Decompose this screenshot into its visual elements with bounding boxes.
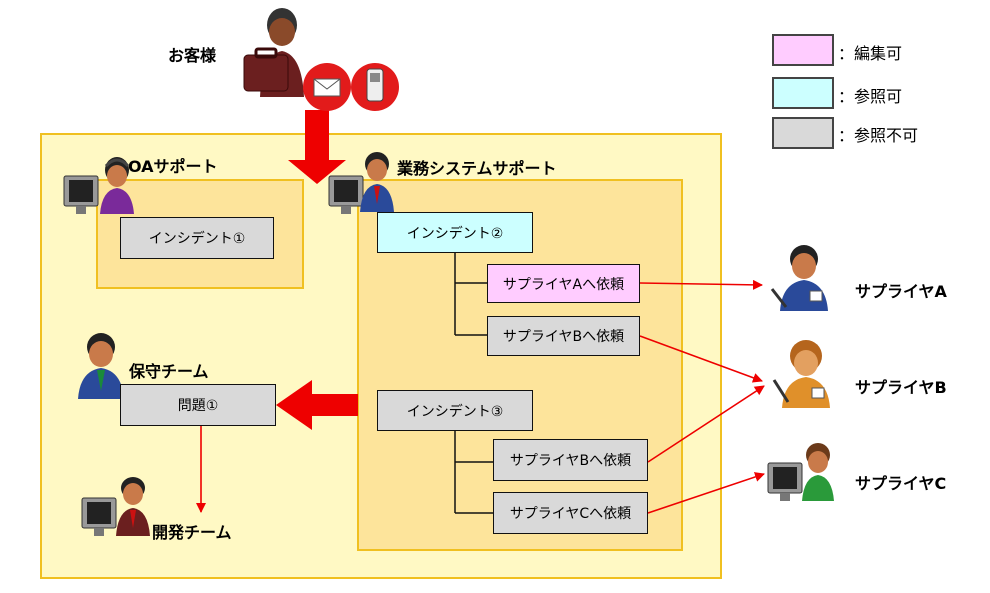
customer-inflow-arrow xyxy=(288,110,346,184)
supplier-b-label: サプライヤB xyxy=(855,378,947,397)
arrow-to-supplier-b-1 xyxy=(639,335,763,383)
request-supplier-c-box[interactable]: サプライヤCへ依頼 xyxy=(493,492,648,534)
incident3-box[interactable]: インシデント③ xyxy=(377,390,533,431)
legend-swatch-view xyxy=(772,77,834,109)
development-label: 開発チーム xyxy=(152,523,232,542)
incident1-box[interactable]: インシデント① xyxy=(120,217,274,259)
arrow-to-supplier-b-2 xyxy=(647,385,765,463)
customer-label: お客様 xyxy=(168,46,217,65)
arrow-to-supplier-a xyxy=(639,279,763,290)
escalation-arrow xyxy=(276,380,358,430)
incident2-box[interactable]: インシデント② xyxy=(377,212,533,253)
supplier-c-icon xyxy=(767,443,834,501)
business-support-label: 業務システムサポート xyxy=(397,159,557,178)
incident3-tree-lines xyxy=(454,430,493,514)
request-supplier-b-box-2[interactable]: サプライヤBへ依頼 xyxy=(493,439,648,481)
supplier-a-icon xyxy=(770,245,828,311)
customer-icon xyxy=(243,8,399,111)
legend-swatch-edit xyxy=(772,34,834,66)
business-support-person-icon xyxy=(328,152,394,214)
maintenance-label: 保守チーム xyxy=(129,362,209,381)
maintenance-person-icon xyxy=(78,333,124,399)
request-supplier-a-box[interactable]: サプライヤAへ依頼 xyxy=(487,264,640,303)
legend-text-view: ：参照可 xyxy=(838,87,903,106)
supplier-b-icon xyxy=(772,340,830,408)
legend-swatch-none xyxy=(772,117,834,149)
legend-text-edit: ：編集可 xyxy=(838,44,903,63)
headset-operator-icon xyxy=(63,157,134,214)
arrow-to-supplier-c xyxy=(647,472,765,514)
supplier-a-label: サプライヤA xyxy=(855,282,947,301)
supplier-c-label: サプライヤC xyxy=(855,474,947,493)
oa-support-label: OAサポート xyxy=(128,157,218,176)
request-supplier-b-box-1[interactable]: サプライヤBへ依頼 xyxy=(487,316,640,356)
development-person-icon xyxy=(81,477,150,536)
legend-text-none: ：参照不可 xyxy=(838,126,919,145)
problem1-box[interactable]: 問題① xyxy=(120,384,276,426)
incident2-tree-lines xyxy=(454,252,487,336)
